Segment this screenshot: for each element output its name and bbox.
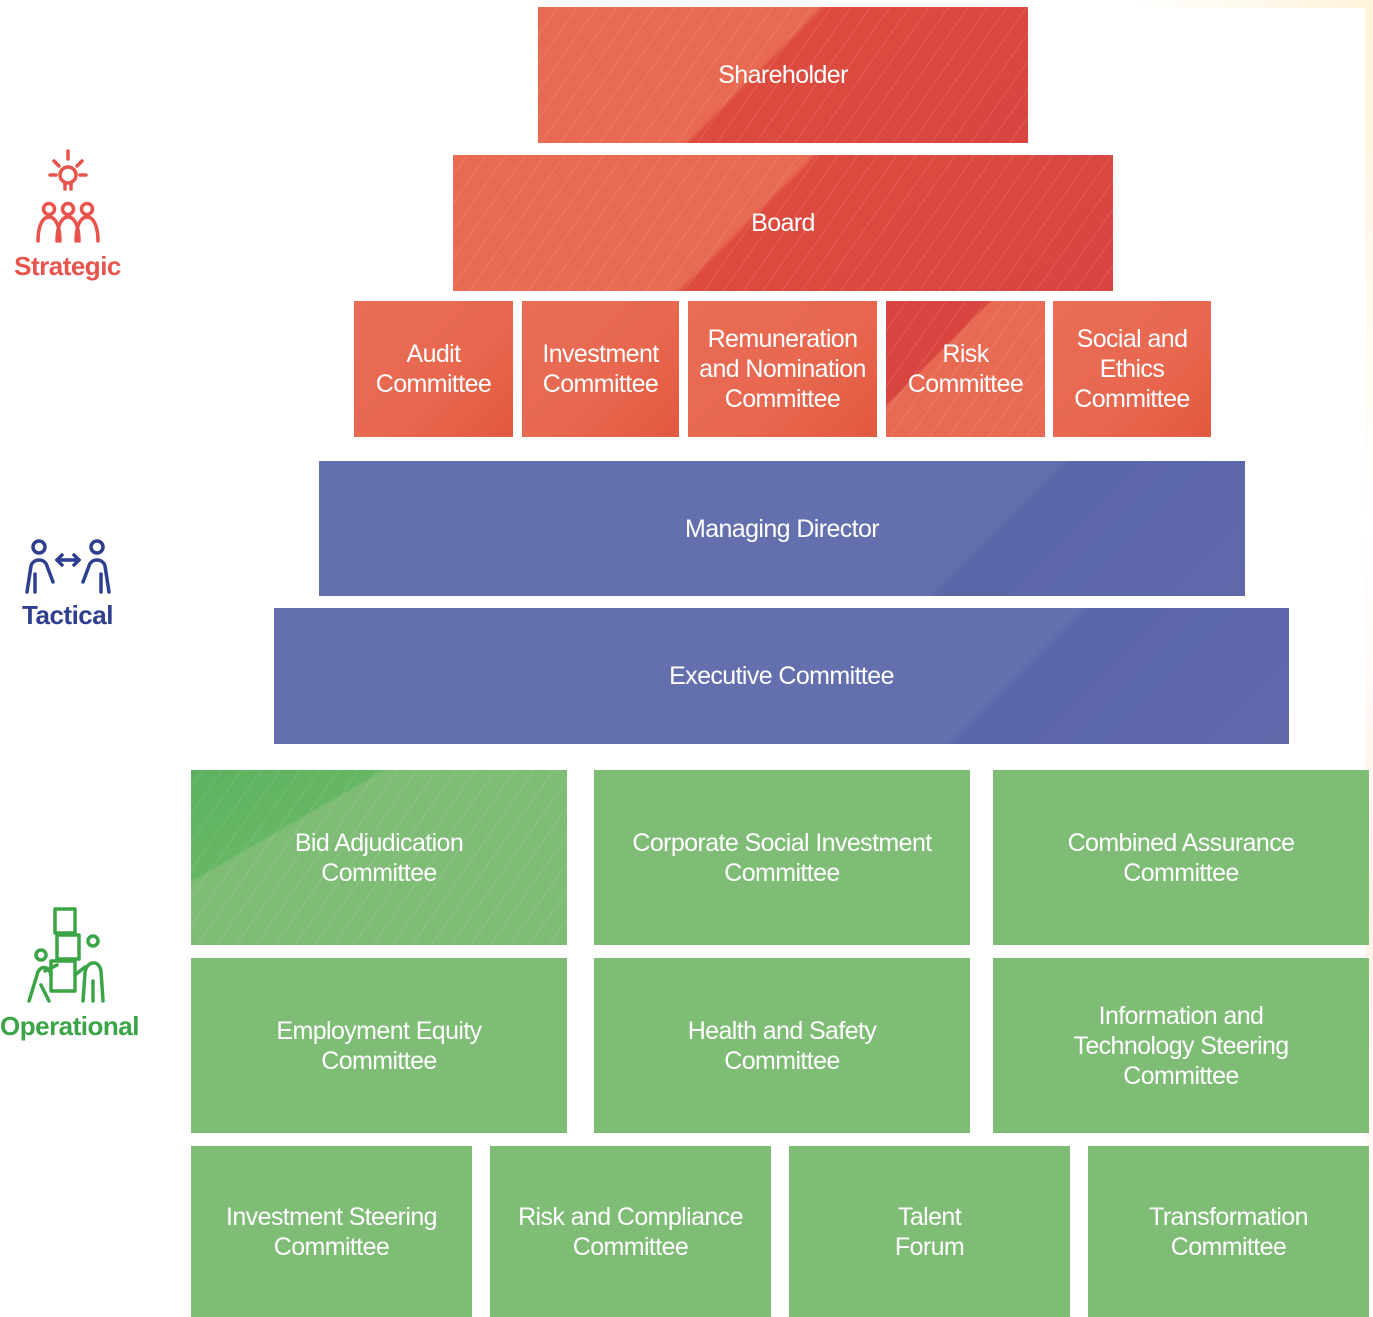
remuneration-nomination-committee-box: Remuneration and Nomination Committee xyxy=(688,301,877,437)
it-steering-committee-box: Information and Technology Steering Comm… xyxy=(993,958,1369,1133)
committee-label: Transformation Committee xyxy=(1149,1202,1308,1261)
bid-adjudication-committee-box: Bid Adjudication Committee xyxy=(191,770,567,945)
decorative-edge xyxy=(1365,0,1373,1317)
operations-team-icon xyxy=(26,907,105,1003)
committee-label: Bid Adjudication Committee xyxy=(294,828,464,887)
committee-label: Talent Forum xyxy=(894,1202,965,1261)
strategy-team-icon xyxy=(35,149,100,243)
executive-committee-label: Executive Committee xyxy=(669,662,894,690)
level-operational: Operational xyxy=(0,905,139,1042)
decorative-edge xyxy=(1130,0,1373,8)
investment-committee-box: Investment Committee xyxy=(522,301,679,437)
level-tactical: Tactical xyxy=(0,538,135,631)
committee-label: Corporate Social Investment Committee xyxy=(632,828,932,887)
committee-label: Investment Committee xyxy=(542,340,659,398)
employment-equity-committee-box: Employment Equity Committee xyxy=(191,958,567,1133)
combined-assurance-committee-box: Combined Assurance Committee xyxy=(993,770,1369,945)
risk-committee-box: Risk Committee xyxy=(886,301,1045,437)
talent-forum-box: Talent Forum xyxy=(789,1146,1070,1317)
shareholder-label: Shareholder xyxy=(718,61,848,89)
level-label-operational: Operational xyxy=(0,1011,139,1041)
committee-label: Remuneration and Nomination Committee xyxy=(699,325,866,413)
csi-committee-box: Corporate Social Investment Committee xyxy=(594,770,970,945)
health-safety-committee-box: Health and Safety Committee xyxy=(594,958,970,1133)
committee-label: Combined Assurance Committee xyxy=(1067,828,1295,887)
social-ethics-committee-box: Social and Ethics Committee xyxy=(1053,301,1211,437)
committee-label: Social and Ethics Committee xyxy=(1074,325,1190,413)
committee-label: Risk Committee xyxy=(907,340,1024,398)
committee-label: Risk and Compliance Committee xyxy=(518,1202,743,1261)
investment-steering-committee-box: Investment Steering Committee xyxy=(191,1146,472,1317)
committee-label: Investment Steering Committee xyxy=(226,1202,438,1261)
executive-committee-box: Executive Committee xyxy=(274,608,1289,744)
committee-label: Information and Technology Steering Comm… xyxy=(1073,1001,1289,1090)
board-box: Board xyxy=(453,155,1113,291)
risk-compliance-committee-box: Risk and Compliance Committee xyxy=(490,1146,771,1317)
shareholder-box: Shareholder xyxy=(538,7,1028,143)
collaboration-icon xyxy=(24,539,111,594)
audit-committee-box: Audit Committee xyxy=(354,301,513,437)
committee-label: Audit Committee xyxy=(375,340,492,398)
committee-label: Employment Equity Committee xyxy=(276,1016,482,1075)
level-label-strategic: Strategic xyxy=(14,251,121,281)
managing-director-label: Managing Director xyxy=(684,514,880,543)
transformation-committee-box: Transformation Committee xyxy=(1088,1146,1369,1317)
board-label: Board xyxy=(751,209,815,237)
committee-label: Health and Safety Committee xyxy=(687,1016,877,1075)
level-label-tactical: Tactical xyxy=(22,600,113,630)
level-strategic: Strategic xyxy=(0,145,135,282)
managing-director-box: Managing Director xyxy=(319,461,1245,596)
